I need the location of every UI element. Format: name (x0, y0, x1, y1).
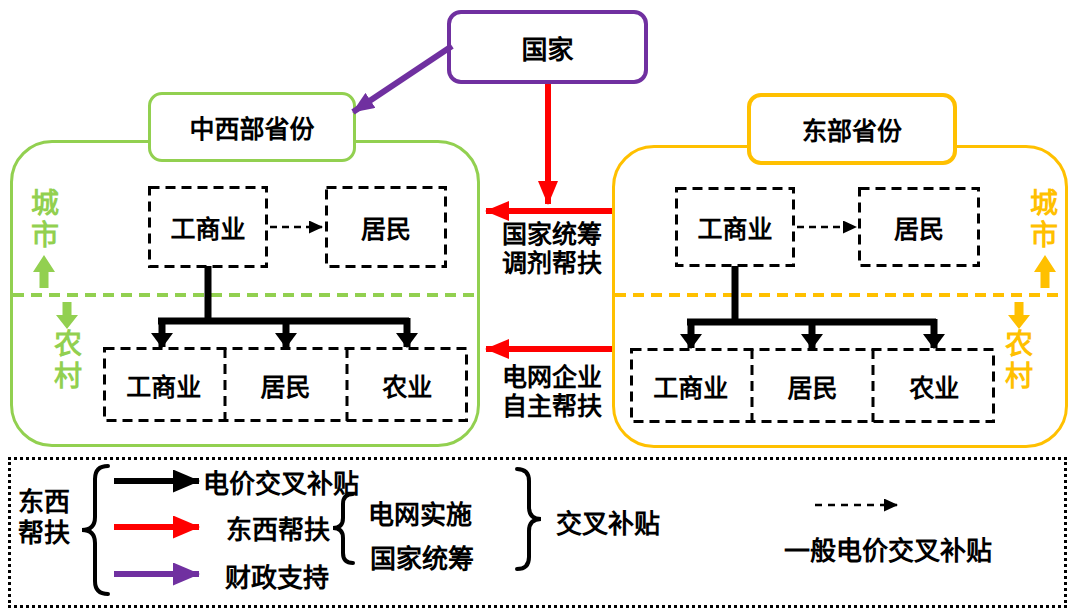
west-rural-agriculture-node: 农业 (346, 347, 468, 422)
west-province-node: 中西部省份 (148, 92, 356, 162)
legend-group-label: 东西 帮扶 (18, 487, 70, 549)
east-rural-agriculture-node: 农业 (873, 348, 995, 423)
legend-red-arrow-label: 东西帮扶 (226, 509, 330, 546)
west-urban-resident-node: 居民 (325, 186, 447, 268)
east-rural-label: 农村 (1002, 329, 1030, 393)
legend-dashed-arrow-label: 一般电价交叉补贴 (784, 530, 992, 567)
east-rural-row: 工商业 居民 农业 (630, 348, 995, 423)
east-rural-industry-node: 工商业 (630, 348, 752, 423)
east-rural-resident-node: 居民 (752, 348, 874, 423)
legend-option1-label: 电网实施 (368, 494, 472, 531)
legend-result-label: 交叉补贴 (556, 503, 660, 540)
west-city-label: 城市 (28, 188, 56, 252)
west-urban-industry-node: 工商业 (148, 186, 268, 268)
grid-support-label: 电网企业 自主帮扶 (502, 363, 602, 421)
state-to-west-purple-arrow (353, 46, 452, 112)
west-rural-industry-node: 工商业 (103, 347, 225, 422)
national-support-label: 国家统筹 调剂帮扶 (502, 220, 602, 278)
east-province-node: 东部省份 (747, 93, 957, 165)
west-rural-resident-node: 居民 (225, 347, 347, 422)
east-city-label: 城市 (1027, 188, 1055, 252)
west-rural-label: 农村 (51, 329, 79, 393)
state-node: 国家 (447, 10, 648, 84)
west-rural-row: 工商业 居民 农业 (103, 347, 468, 422)
east-urban-industry-node: 工商业 (675, 187, 795, 267)
east-urban-resident-node: 居民 (858, 187, 980, 267)
legend-black-arrow-label: 电价交叉补贴 (203, 463, 359, 500)
legend-option2-label: 国家统筹 (370, 538, 474, 575)
legend-purple-arrow-label: 财政支持 (225, 557, 329, 594)
